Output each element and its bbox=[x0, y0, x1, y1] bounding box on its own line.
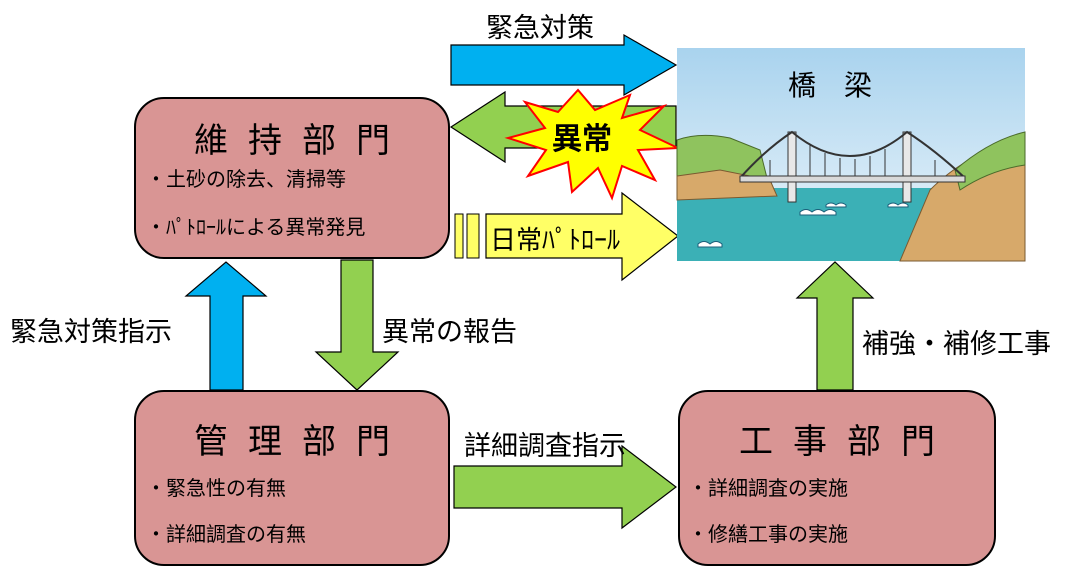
daily-patrol-arrow bbox=[485, 191, 679, 282]
construction-department-box: 工事部門 ・詳細調査の実施 ・修繕工事の実施 bbox=[678, 390, 996, 566]
emergency-instruction-arrow bbox=[184, 261, 268, 391]
patrol-bar-2 bbox=[466, 213, 480, 259]
construction-department-title: 工事部門 bbox=[739, 422, 955, 462]
reinforcement-repair-label: 補強・補修工事 bbox=[862, 329, 1051, 360]
detailed-survey-instruction-label: 詳細調査指示 bbox=[464, 431, 626, 462]
emergency-measures-arrow bbox=[450, 33, 678, 97]
abnormal-starburst bbox=[504, 88, 679, 201]
maintenance-item-2: ・ﾊﾟﾄﾛｰﾙによる異常発見 bbox=[146, 215, 366, 239]
abnormal-report-label: 異常の報告 bbox=[382, 317, 517, 348]
management-item-2: ・詳細調査の有無 bbox=[146, 522, 306, 546]
emergency-measures-label: 緊急対策 bbox=[486, 13, 594, 44]
detailed-survey-arrow bbox=[453, 444, 677, 530]
construction-item-1: ・詳細調査の実施 bbox=[688, 476, 848, 500]
construction-item-2: ・修繕工事の実施 bbox=[688, 522, 848, 546]
reinforcement-repair-arrow bbox=[795, 261, 875, 391]
abnormal-label: 異常 bbox=[552, 122, 612, 157]
maintenance-department-box: 維持部門 ・土砂の除去、清掃等 ・ﾊﾟﾄﾛｰﾙによる異常発見 bbox=[134, 97, 450, 259]
bridge-illustration bbox=[676, 48, 1026, 262]
bridge-title: 橋 梁 bbox=[788, 69, 873, 102]
emergency-instruction-label: 緊急対策指示 bbox=[10, 317, 172, 348]
maintenance-item-1: ・土砂の除去、清掃等 bbox=[146, 167, 346, 191]
patrol-bar-1 bbox=[454, 213, 464, 259]
management-item-1: ・緊急性の有無 bbox=[146, 476, 286, 500]
abnormal-report-arrow bbox=[314, 259, 400, 391]
maintenance-department-title: 維持部門 bbox=[194, 121, 410, 161]
management-department-box: 管理部門 ・緊急性の有無 ・詳細調査の有無 bbox=[134, 390, 450, 566]
daily-patrol-label: 日常ﾊﾟﾄﾛｰﾙ bbox=[490, 226, 621, 256]
management-department-title: 管理部門 bbox=[194, 422, 410, 462]
